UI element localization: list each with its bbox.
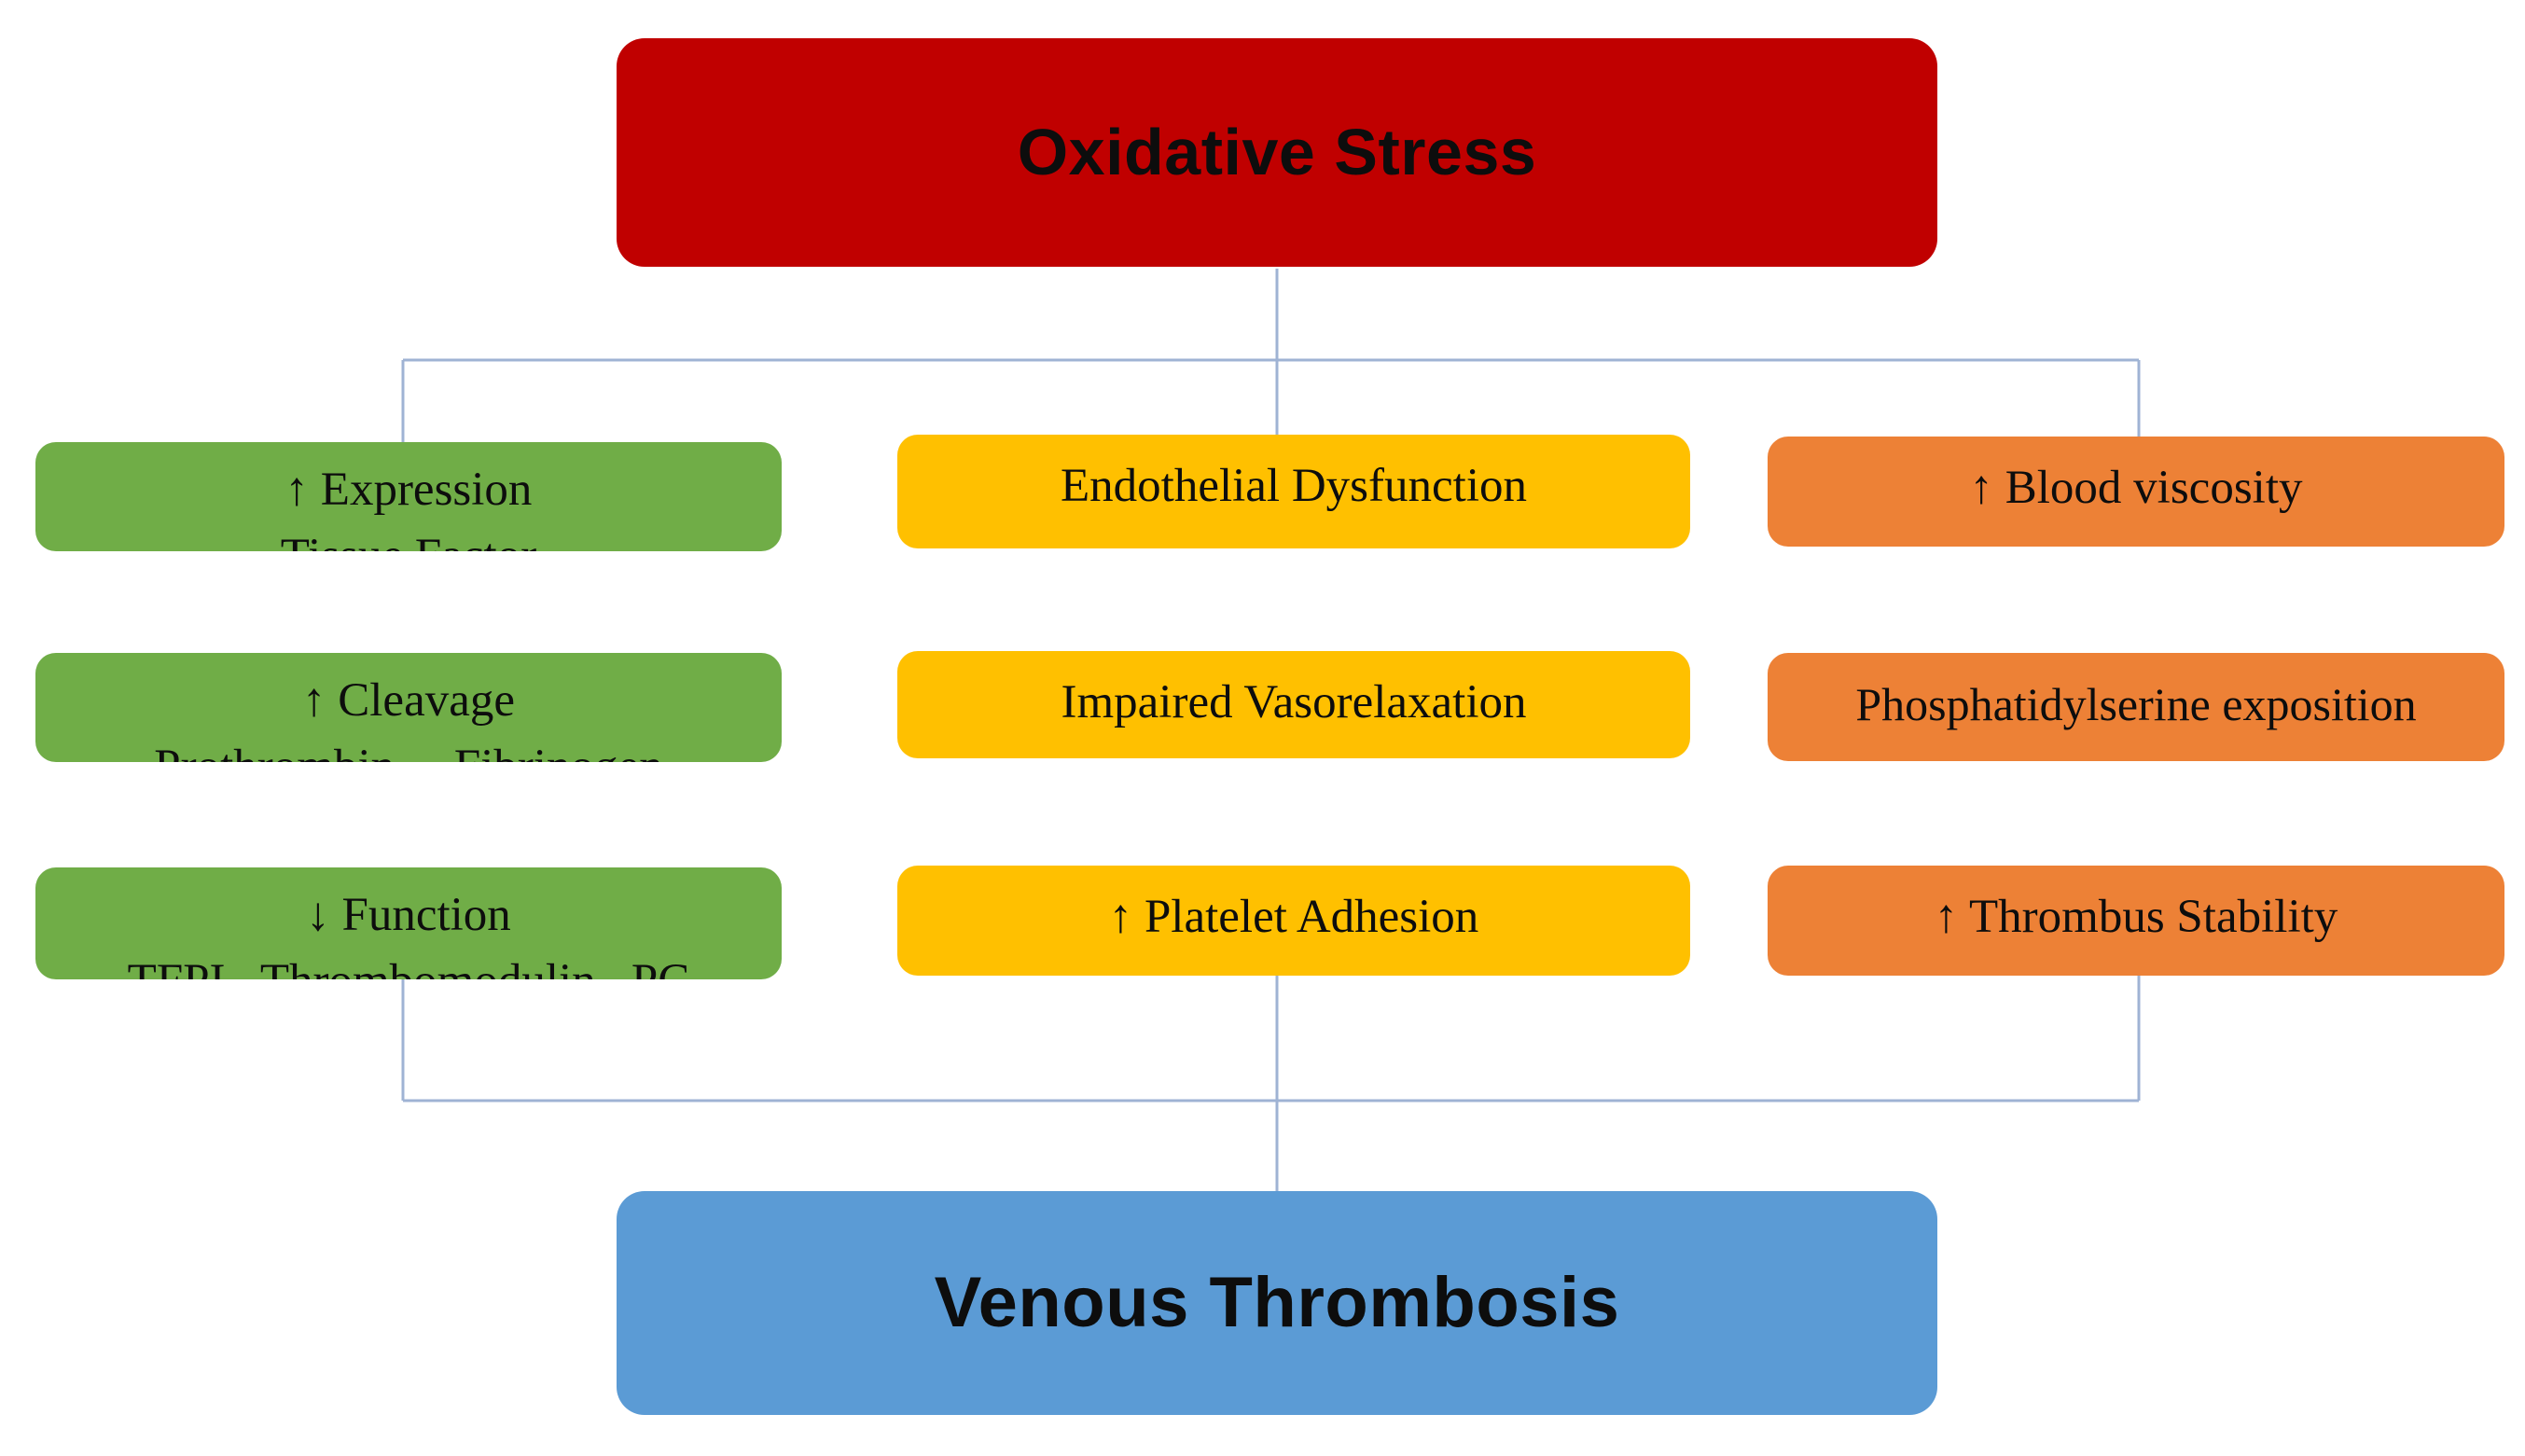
node-venous-thrombosis[interactable]: Venous Thrombosis: [617, 1191, 1937, 1415]
node-blood-viscosity[interactable]: ↑ Blood viscosity: [1768, 437, 2504, 547]
node-thrombus-stability-label: ↑ Thrombus Stability: [1934, 891, 2338, 943]
node-blood-viscosity-label: ↑ Blood viscosity: [1969, 462, 2303, 514]
node-endothelial-dysfunction[interactable]: Endothelial Dysfunction: [897, 435, 1690, 548]
node-oxidative-stress-label: Oxidative Stress: [1017, 115, 1537, 188]
node-expression-tissue-factor-line1: ↑ Expression: [284, 464, 533, 516]
node-function-tfpi-thrombomodulin-pc[interactable]: ↓ Function TFPI Thrombomodulin PC: [35, 867, 782, 979]
node-phosphatidylserine-exposition-label: Phosphatidylserine exposition: [1855, 678, 2417, 730]
node-phosphatidylserine-exposition[interactable]: Phosphatidylserine exposition: [1768, 653, 2504, 761]
node-cleavage-line1: ↑ Cleavage: [302, 674, 515, 727]
node-oxidative-stress[interactable]: Oxidative Stress: [617, 38, 1937, 267]
node-impaired-vasorelaxation[interactable]: Impaired Vasorelaxation: [897, 651, 1690, 758]
node-platelet-adhesion-label: ↑ Platelet Adhesion: [1108, 891, 1479, 943]
node-expression-tissue-factor[interactable]: ↑ Expression Tissue Factor: [35, 442, 782, 551]
node-expression-tissue-factor-line2: Tissue Factor: [281, 529, 536, 551]
node-function-line2: TFPI Thrombomodulin PC: [128, 954, 690, 979]
node-thrombus-stability[interactable]: ↑ Thrombus Stability: [1768, 866, 2504, 976]
node-function-line1: ↓ Function: [306, 889, 511, 941]
node-cleavage-line2: Prothrombin Fibrinogen: [154, 740, 662, 762]
node-impaired-vasorelaxation-label: Impaired Vasorelaxation: [1061, 676, 1527, 728]
node-endothelial-dysfunction-label: Endothelial Dysfunction: [1061, 460, 1527, 512]
node-venous-thrombosis-label: Venous Thrombosis: [934, 1262, 1620, 1342]
node-cleavage-prothrombin-fibrinogen[interactable]: ↑ Cleavage Prothrombin Fibrinogen: [35, 653, 782, 762]
node-platelet-adhesion[interactable]: ↑ Platelet Adhesion: [897, 866, 1690, 976]
